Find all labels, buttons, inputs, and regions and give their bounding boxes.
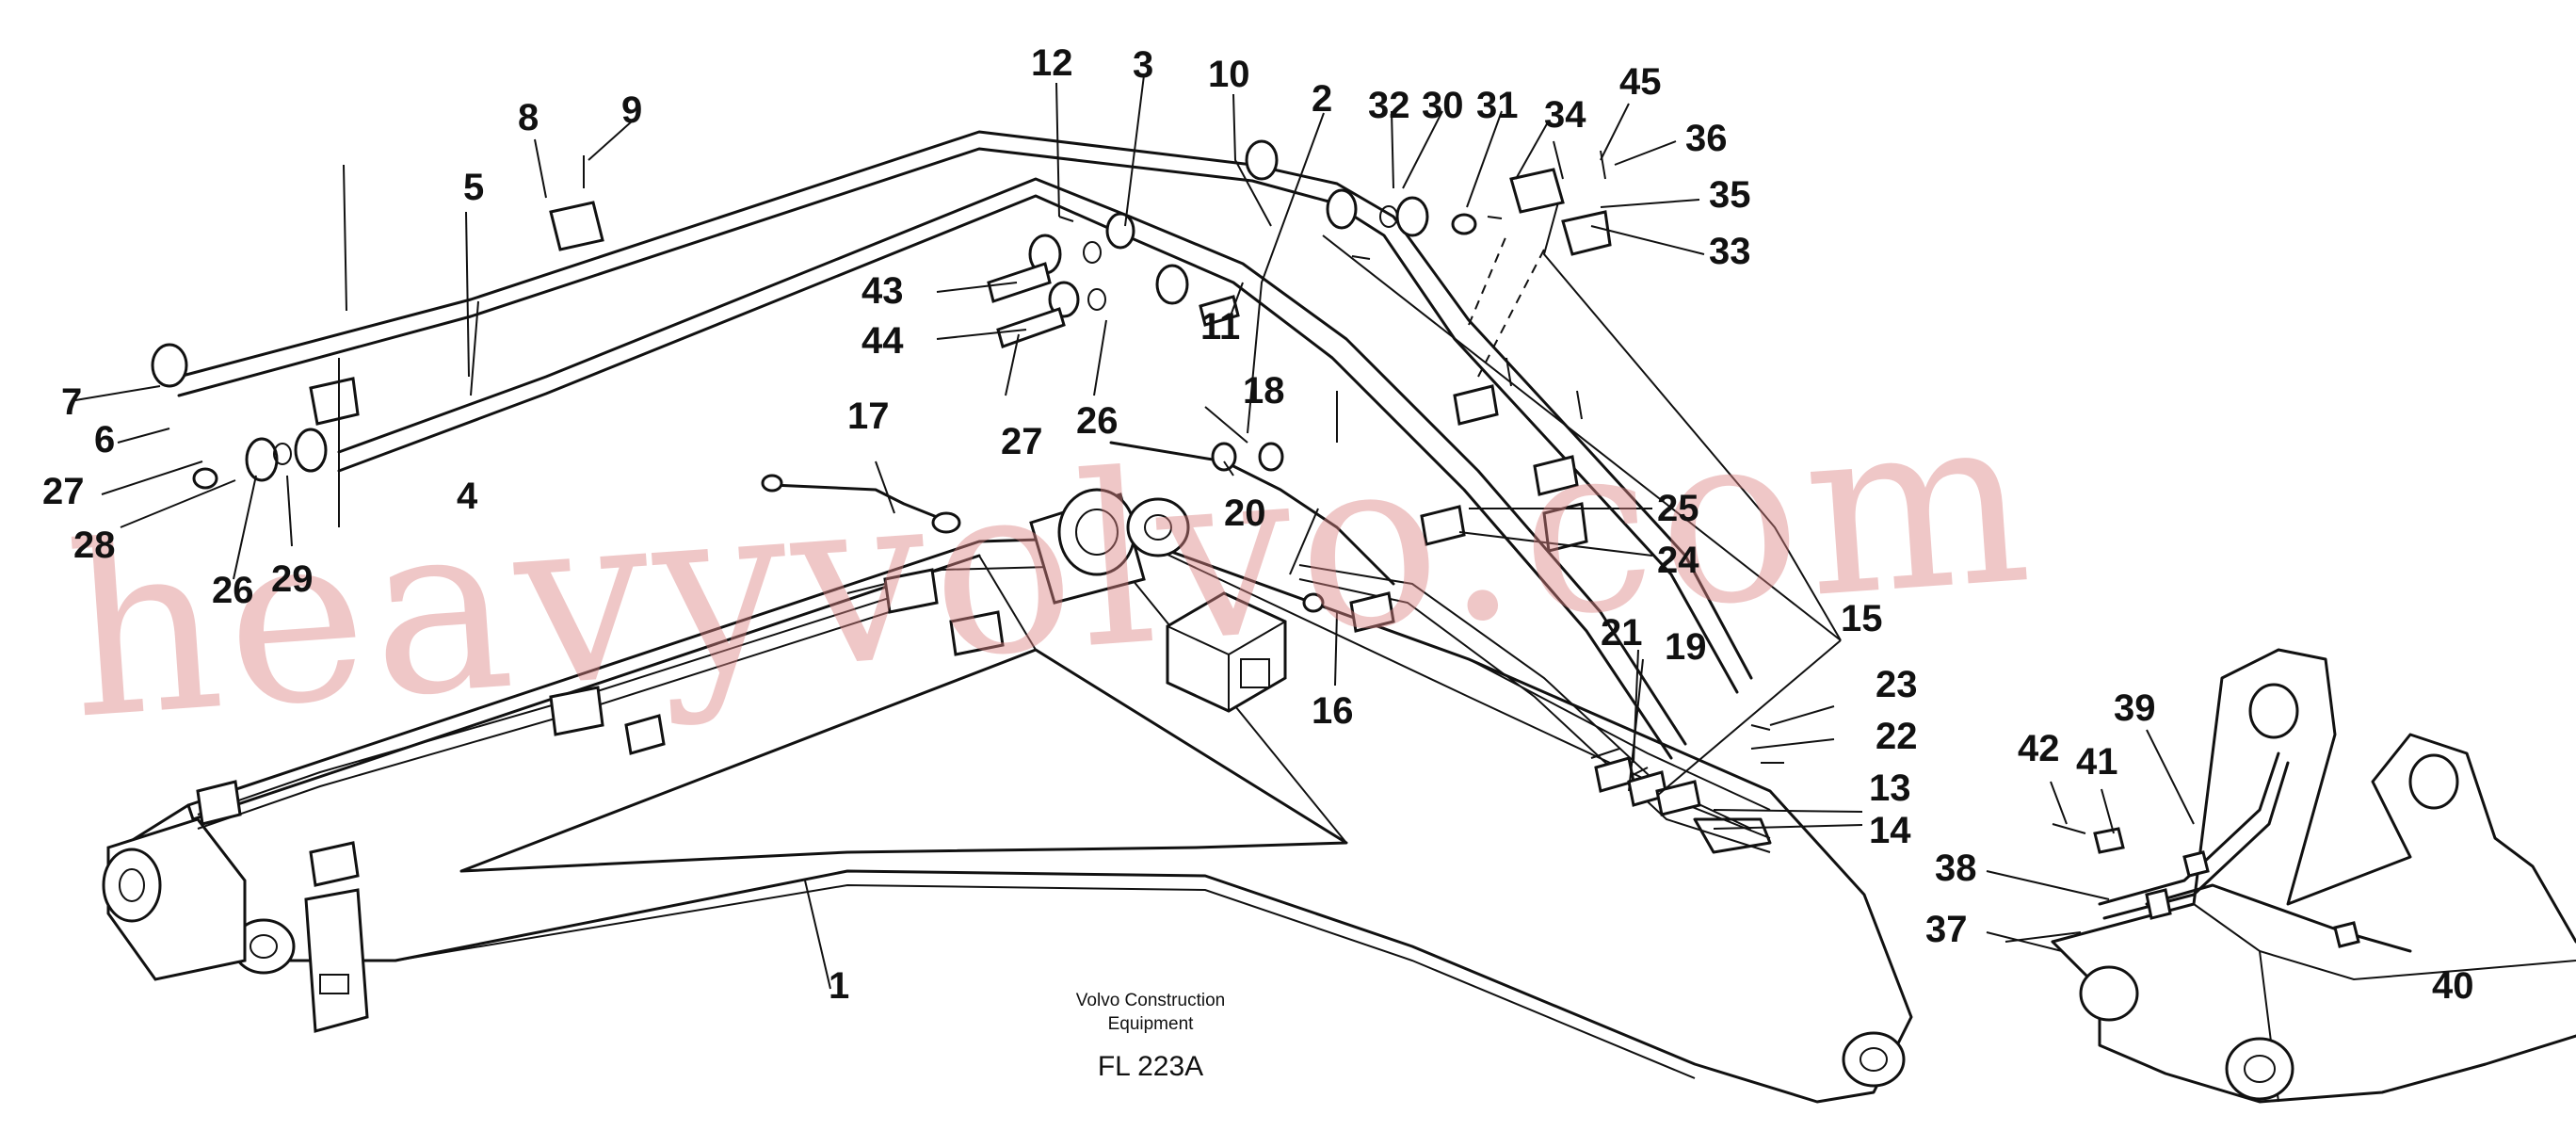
callout-21: 21 [1601, 612, 1643, 654]
callout-34: 34 [1544, 94, 1586, 136]
callout-33: 33 [1709, 231, 1751, 272]
callout-11: 11 [1200, 306, 1240, 347]
callout-3: 3 [1133, 44, 1153, 86]
callout-41: 41 [2076, 741, 2118, 783]
fittings [151, 139, 1784, 887]
callout-32: 32 [1368, 85, 1410, 126]
callout-7: 7 [61, 381, 82, 423]
callout-2: 2 [1312, 78, 1332, 120]
callout-25: 25 [1657, 488, 1699, 529]
callout-43: 43 [861, 270, 904, 312]
callout-38: 38 [1935, 848, 1977, 889]
caption-code: FL 223A [1098, 1051, 1203, 1082]
callout-45: 45 [1619, 61, 1662, 103]
watermark-text: heavyvolvo.com [60, 361, 2043, 771]
boom-body [102, 488, 1913, 1104]
callout-4: 4 [457, 476, 478, 517]
callout-20: 20 [1224, 493, 1266, 534]
callout-18: 18 [1243, 370, 1285, 412]
caption-block: Volvo Construction Equipment FL 223A [1076, 991, 1225, 1082]
callout-28: 28 [73, 525, 116, 566]
callout-1: 1 [829, 965, 849, 1007]
callout-9: 9 [621, 89, 642, 131]
caption-line-2: Equipment [1108, 1014, 1195, 1034]
caption-line-1: Volvo Construction [1076, 991, 1225, 1010]
inset-assembly [2004, 648, 2576, 1104]
callout-26-center: 26 [1076, 400, 1119, 442]
callout-16: 16 [1312, 690, 1354, 732]
callout-12: 12 [1031, 42, 1073, 84]
callout-27-center: 27 [1001, 421, 1043, 462]
callout-36: 36 [1685, 118, 1728, 159]
callout-labels: 1 2 3 4 5 6 7 8 9 10 11 12 13 14 15 16 1… [42, 42, 2474, 1007]
callout-8: 8 [518, 97, 539, 138]
callout-35: 35 [1709, 174, 1751, 216]
callout-19: 19 [1665, 626, 1707, 668]
callout-44: 44 [861, 320, 904, 362]
callout-6: 6 [94, 419, 115, 460]
callout-13: 13 [1869, 767, 1911, 809]
callout-26-left: 26 [212, 570, 254, 611]
callout-29: 29 [271, 558, 314, 600]
callout-31: 31 [1476, 85, 1519, 126]
leader-lines [74, 74, 2195, 990]
hydraulic-lines [177, 130, 1771, 853]
callout-42: 42 [2018, 728, 2060, 769]
callout-37: 37 [1925, 909, 1968, 950]
callout-40: 40 [2432, 965, 2474, 1007]
callout-10: 10 [1208, 54, 1250, 95]
callout-15: 15 [1841, 598, 1883, 639]
callout-24: 24 [1657, 540, 1699, 581]
callout-22: 22 [1876, 716, 1918, 757]
callout-30: 30 [1422, 85, 1464, 126]
callout-5: 5 [463, 167, 484, 208]
callout-27-left: 27 [42, 471, 85, 512]
callout-17: 17 [847, 396, 890, 437]
callout-23: 23 [1876, 664, 1918, 705]
callout-39: 39 [2114, 687, 2156, 729]
callout-14: 14 [1869, 810, 1911, 851]
